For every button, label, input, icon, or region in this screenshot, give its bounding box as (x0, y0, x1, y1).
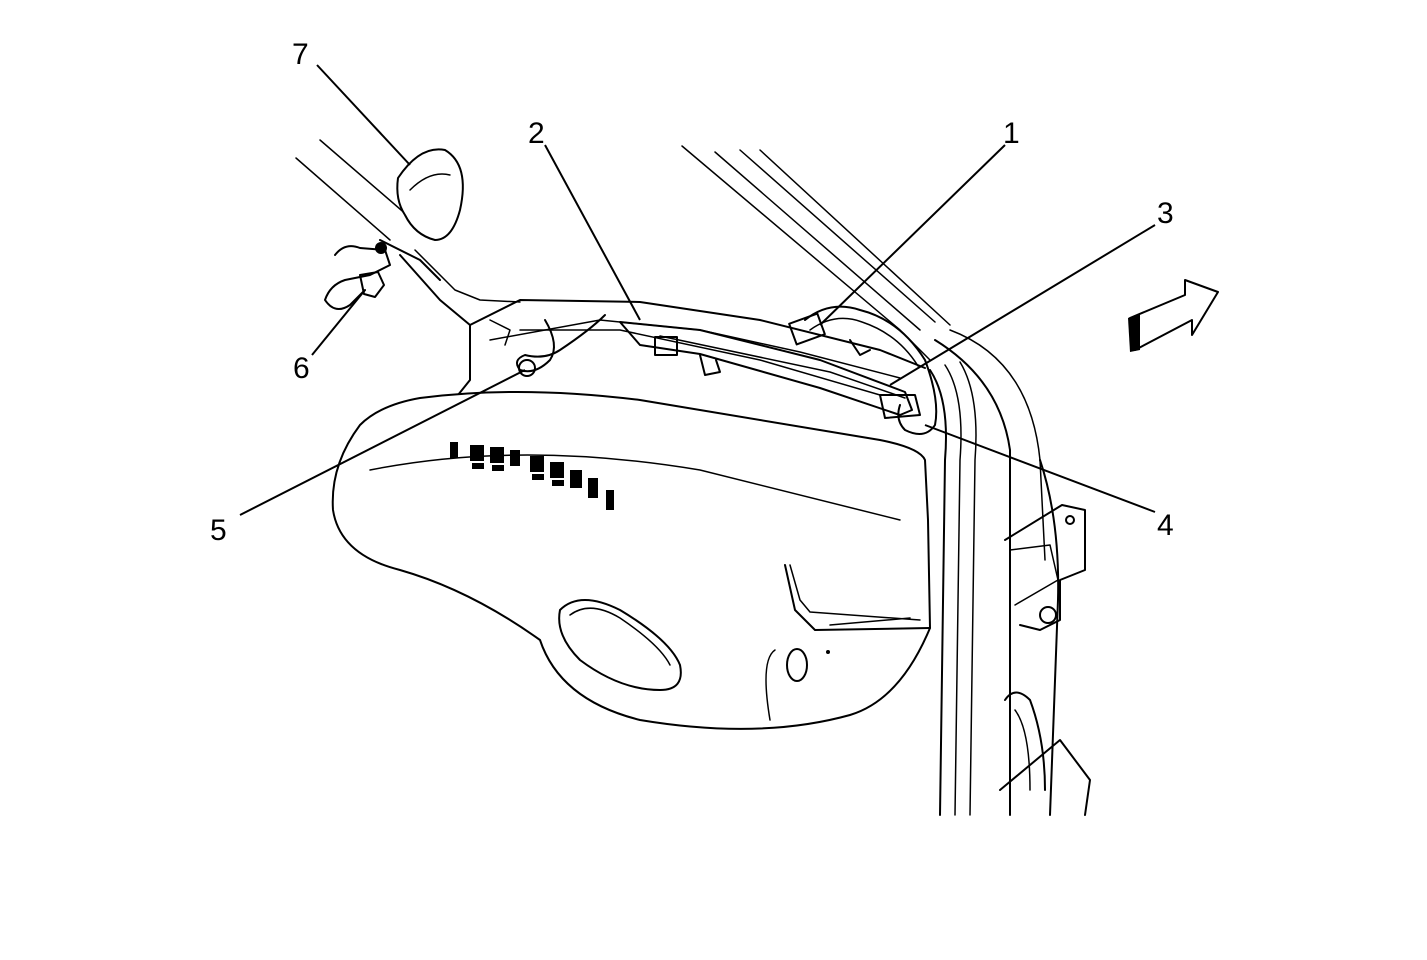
lower-door-hinge (999, 691, 1091, 816)
mounting-bolt (324, 239, 441, 310)
leader-lines (239, 64, 1156, 516)
airbag-module (619, 321, 921, 419)
callout-1: 1 (1003, 117, 1020, 150)
defrost-vent-grille (450, 442, 614, 510)
callout-5: 5 (210, 514, 227, 547)
front-arrow-icon (1128, 279, 1219, 352)
callout-7: 7 (292, 38, 309, 71)
callout-2: 2 (528, 117, 545, 150)
callout-4: 4 (1157, 509, 1174, 542)
callout-3: 3 (1157, 197, 1174, 230)
harness-retainer (489, 314, 606, 377)
end-cap (396, 148, 464, 241)
callout-6: 6 (293, 352, 310, 385)
upper-door-hinge (1004, 504, 1086, 631)
instrument-panel (331, 390, 931, 730)
